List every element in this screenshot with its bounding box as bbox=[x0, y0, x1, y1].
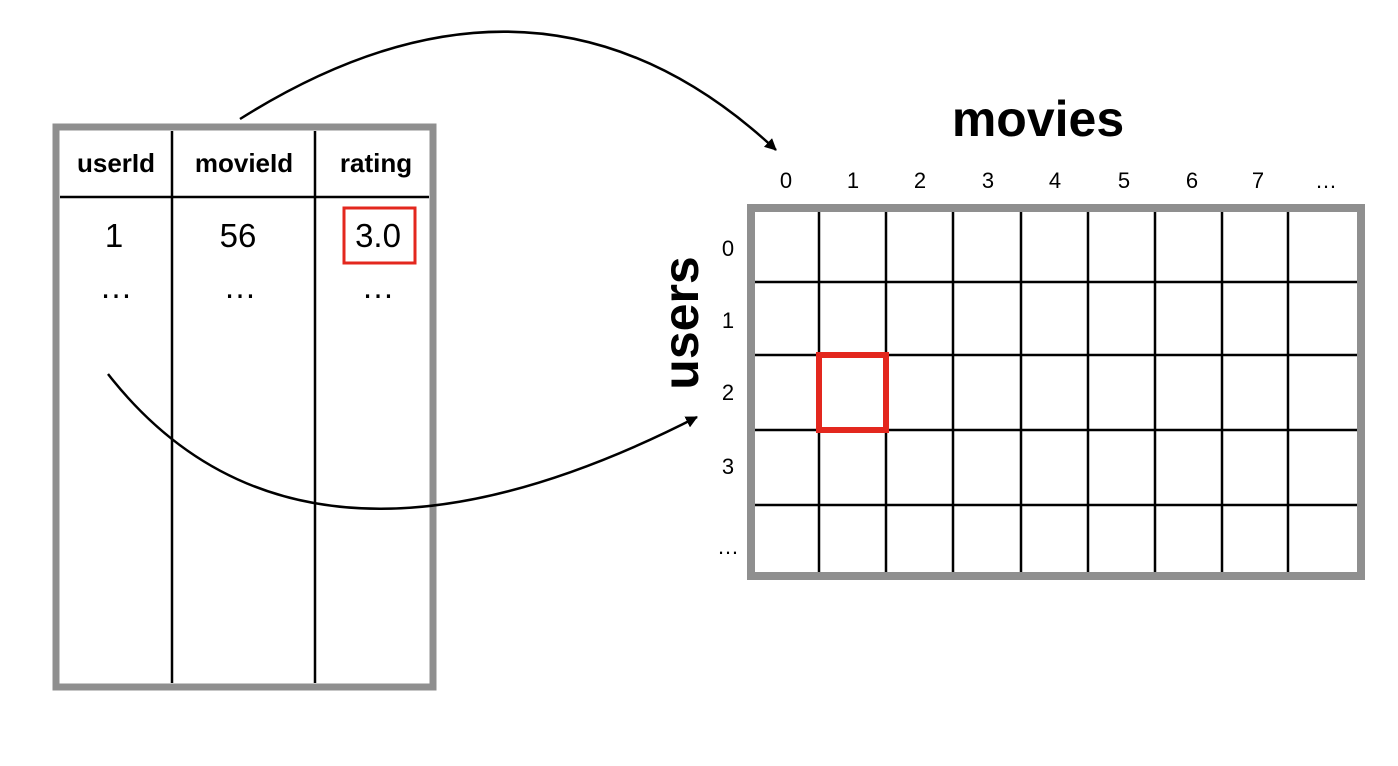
column-header-rating: rating bbox=[340, 148, 412, 178]
column-label: … bbox=[1315, 168, 1337, 193]
row-label: 0 bbox=[722, 236, 734, 261]
cell-ellipsis-userid: … bbox=[100, 268, 133, 305]
row-label: 1 bbox=[722, 308, 734, 333]
arrow-movieid-to-columns bbox=[239, 30, 777, 151]
cell-rating: 3.0 bbox=[355, 217, 401, 254]
matrix-row-labels: 0 1 2 3 … bbox=[717, 236, 739, 559]
table-frame bbox=[52, 123, 437, 691]
column-header-movieid: movieId bbox=[195, 148, 293, 178]
column-label: 5 bbox=[1118, 168, 1130, 193]
cell-movieid: 56 bbox=[220, 217, 257, 254]
matrix-grid bbox=[755, 212, 1357, 572]
column-label: 7 bbox=[1252, 168, 1264, 193]
column-label: 4 bbox=[1049, 168, 1061, 193]
cell-userid: 1 bbox=[105, 217, 123, 254]
matrix-side-label: users bbox=[653, 256, 709, 389]
rating-highlight-box bbox=[342, 206, 417, 265]
ratings-matrix: movies users 0 1 2 3 4 5 6 7 … 0 1 2 3 … bbox=[653, 91, 1365, 580]
row-label: 3 bbox=[722, 454, 734, 479]
column-label: 1 bbox=[847, 168, 859, 193]
column-label: 6 bbox=[1186, 168, 1198, 193]
column-label: 0 bbox=[780, 168, 792, 193]
matrix-frame bbox=[747, 204, 1365, 580]
ratings-table: userId movieId rating 1 56 3.0 … … … bbox=[52, 123, 437, 691]
matrix-cell-highlight bbox=[816, 352, 889, 433]
arrow-userid-to-rows bbox=[107, 373, 698, 511]
column-header-userid: userId bbox=[77, 148, 155, 178]
cell-ellipsis-rating: … bbox=[362, 268, 395, 305]
matrix-column-labels: 0 1 2 3 4 5 6 7 … bbox=[780, 168, 1337, 193]
column-label: 3 bbox=[982, 168, 994, 193]
row-label: 2 bbox=[722, 380, 734, 405]
matrix-title: movies bbox=[952, 91, 1124, 147]
cell-ellipsis-movieid: … bbox=[224, 268, 257, 305]
row-label: … bbox=[717, 534, 739, 559]
column-label: 2 bbox=[914, 168, 926, 193]
